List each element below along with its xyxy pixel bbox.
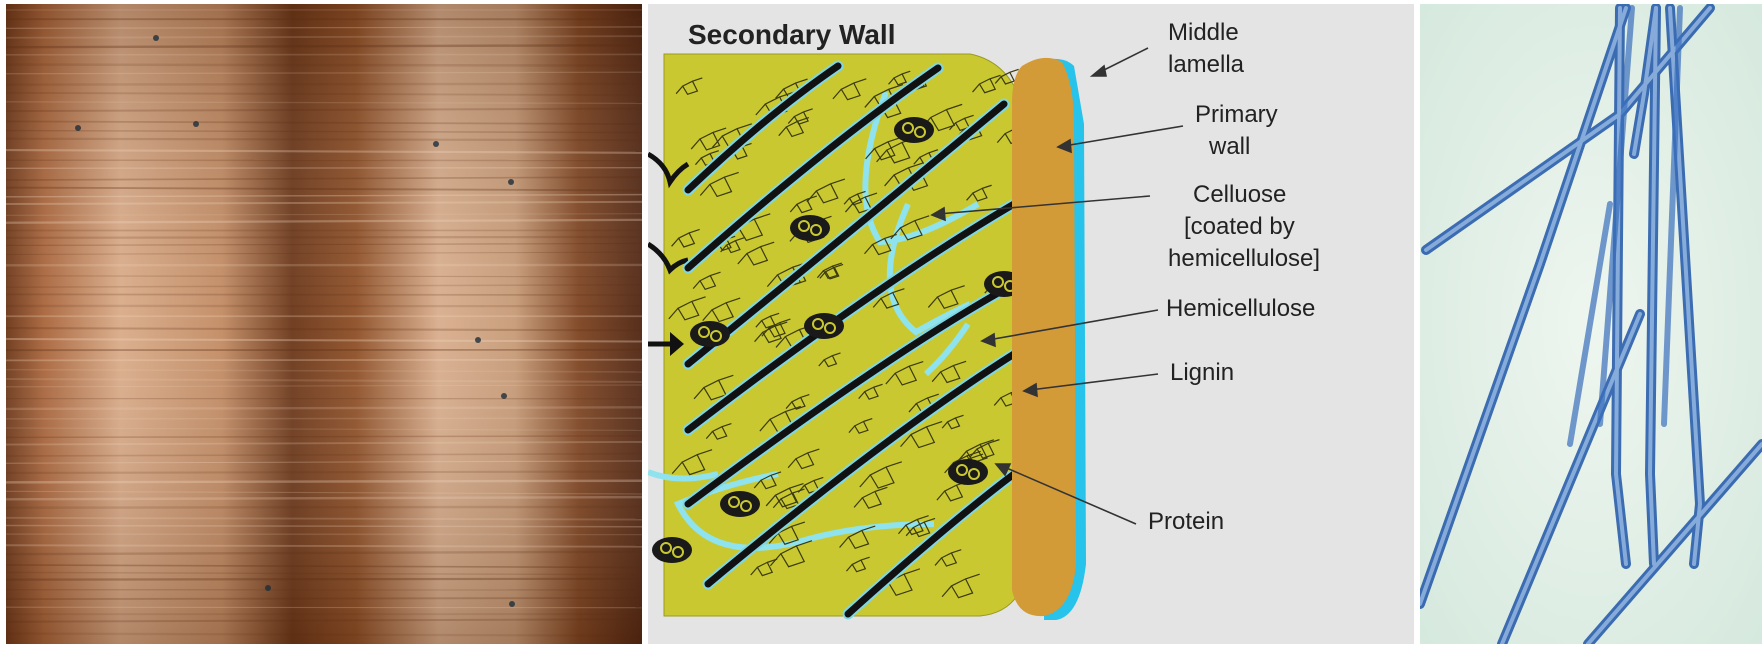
wood-grain-line (6, 360, 642, 361)
wood-grain-line (6, 598, 642, 599)
label-primary-line1: Primary (1195, 101, 1278, 128)
label-cellulose-line1: Celluose (1193, 181, 1286, 208)
wood-pore (153, 35, 159, 41)
wood-grain-line (6, 407, 642, 409)
fiber-micrograph (1420, 4, 1762, 644)
label-middle-line1: Middle (1168, 19, 1239, 46)
wood-grain-line (6, 168, 642, 169)
wood-grain-line (6, 507, 642, 508)
label-cellulose-line2: [coated by (1184, 213, 1295, 240)
wood-pore (75, 125, 81, 131)
wood-grain-line (6, 139, 642, 140)
label-hemicellulose: Hemicellulose (1166, 295, 1315, 322)
wood-grain-line (6, 418, 642, 419)
wood-pore (501, 393, 507, 399)
label-primary-line2: wall (1208, 133, 1250, 160)
wood-pore (193, 121, 199, 127)
wood-grain-line (6, 481, 642, 483)
wood-pore (475, 337, 481, 343)
wood-grain-line (6, 472, 642, 473)
wood-pore (509, 601, 515, 607)
label-lignin: Lignin (1170, 359, 1234, 386)
diagram-title: Secondary Wall (688, 19, 895, 50)
label-protein: Protein (1148, 508, 1224, 535)
wood-grain-line (6, 84, 642, 85)
wood-grain-line (6, 607, 642, 608)
wood-pore (265, 585, 271, 591)
cell-wall-diagram: Secondary Wall (648, 4, 1414, 644)
label-middle-line2: lamella (1168, 51, 1245, 78)
wood-photo (6, 4, 642, 644)
wood-grain-line (6, 579, 642, 580)
wood-pore (433, 141, 439, 147)
wood-grain-line (6, 65, 642, 66)
wood-grain-line (6, 237, 642, 238)
wood-grain-line (6, 294, 642, 295)
wood-pore (508, 179, 514, 185)
label-cellulose-line3: hemicellulose] (1168, 245, 1320, 272)
